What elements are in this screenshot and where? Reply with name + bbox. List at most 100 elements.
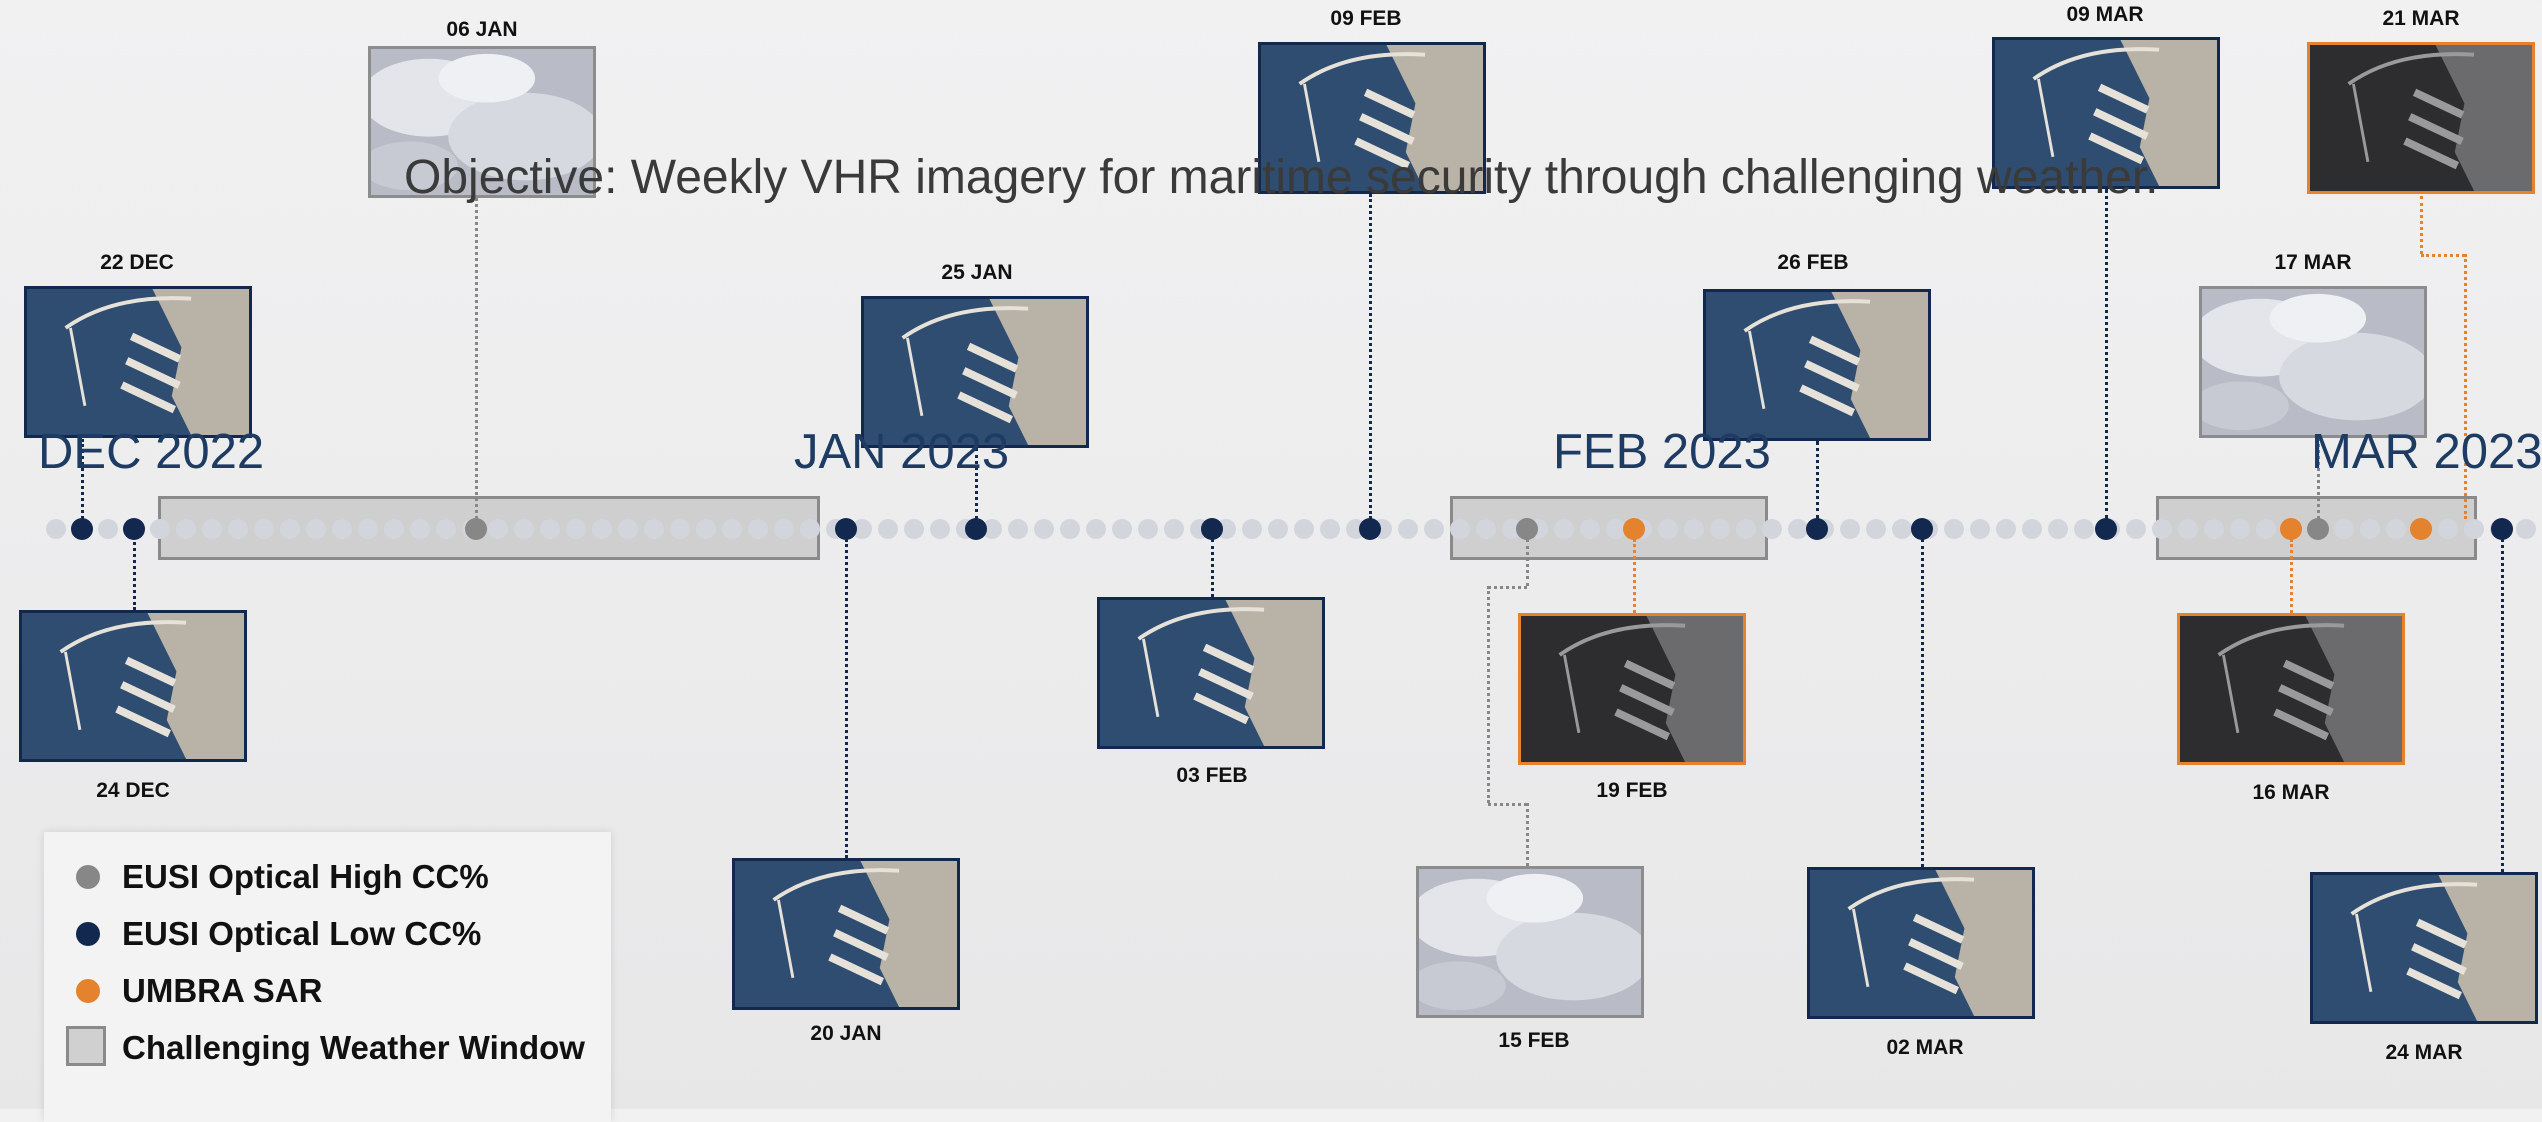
navy-dot-icon	[76, 922, 100, 946]
timeline-dot	[1034, 519, 1054, 539]
acquisition-date-label: 21 MAR	[2382, 7, 2460, 30]
legend: EUSI Optical High CC% EUSI Optical Low C…	[44, 832, 611, 1122]
timeline-dot	[696, 519, 716, 539]
acquisition-thumbnail	[2199, 286, 2427, 438]
connector-line	[845, 539, 848, 858]
timeline-dot	[1138, 519, 1158, 539]
timeline-dot	[1424, 519, 1444, 539]
connector-line	[975, 448, 978, 519]
acquisition-dot-optical-low-cc	[1911, 518, 1933, 540]
connector-line	[1526, 539, 1529, 586]
acquisition-date-label: 19 FEB	[1596, 779, 1668, 802]
acquisition-dot-optical-high-cc	[465, 518, 487, 540]
acquisition-date-label: 09 FEB	[1330, 7, 1402, 30]
acquisition-dot-optical-low-cc	[123, 518, 145, 540]
acquisition-date-label: 02 MAR	[1886, 1036, 1964, 1059]
connector-line	[1526, 803, 1529, 866]
acquisition-dot-sar	[1623, 518, 1645, 540]
timeline-dot	[436, 519, 456, 539]
timeline-dot	[2386, 519, 2406, 539]
timeline-dot	[228, 519, 248, 539]
connector-line	[133, 519, 136, 610]
legend-label: Challenging Weather Window	[122, 1029, 585, 1066]
timeline-dot	[280, 519, 300, 539]
timeline-dot	[904, 519, 924, 539]
timeline-dot	[2360, 519, 2380, 539]
acquisition-dot-sar	[2280, 518, 2302, 540]
timeline-dot	[358, 519, 378, 539]
acquisition-thumbnail	[1992, 37, 2220, 189]
timeline-dot	[1112, 519, 1132, 539]
timeline-dot	[930, 519, 950, 539]
timeline-dot	[1762, 519, 1782, 539]
timeline-dot	[2178, 519, 2198, 539]
timeline-dot	[2256, 519, 2276, 539]
timeline-dot	[306, 519, 326, 539]
timeline-dot	[1944, 519, 1964, 539]
acquisition-date-label: 15 FEB	[1498, 1029, 1570, 1052]
connector-line	[1487, 586, 1490, 803]
timeline-dot	[2152, 519, 2172, 539]
timeline-dot	[1580, 519, 1600, 539]
orange-dot-icon	[76, 979, 100, 1003]
acquisition-thumbnail	[2307, 42, 2535, 194]
timeline-dot	[2074, 519, 2094, 539]
timeline-dot	[1892, 519, 1912, 539]
connector-line	[2317, 438, 2320, 519]
timeline-dot	[488, 519, 508, 539]
month-label: JAN 2023	[794, 425, 1010, 479]
timeline-dot	[592, 519, 612, 539]
acquisition-thumbnail	[1097, 597, 1325, 749]
timeline-dot	[1554, 519, 1574, 539]
acquisition-date-label: 17 MAR	[2274, 251, 2352, 274]
timeline-dot	[254, 519, 274, 539]
timeline-dot	[1684, 519, 1704, 539]
timeline-dot	[1736, 519, 1756, 539]
timeline-dot	[774, 519, 794, 539]
timeline-dot	[2230, 519, 2250, 539]
acquisition-date-label: 20 JAN	[810, 1022, 882, 1045]
acquisition-date-label: 24 DEC	[96, 779, 170, 802]
acquisition-thumbnail	[19, 610, 247, 762]
timeline-dot	[1710, 519, 1730, 539]
timeline-dot	[670, 519, 690, 539]
timeline-dot	[2048, 519, 2068, 539]
timeline-dot	[1164, 519, 1184, 539]
objective-text: Objective: Weekly VHR imagery for mariti…	[404, 151, 2159, 204]
timeline-dot	[150, 519, 170, 539]
acquisition-thumbnail	[1416, 866, 1644, 1018]
acquisition-thumbnail	[1258, 42, 1486, 194]
timeline-dot	[2334, 519, 2354, 539]
timeline-dot	[722, 519, 742, 539]
acquisition-date-label: 09 MAR	[2066, 3, 2144, 26]
timeline-dot	[46, 519, 66, 539]
connector-line	[1211, 539, 1214, 597]
connector-line	[1633, 539, 1636, 613]
month-label: FEB 2023	[1553, 425, 1771, 479]
timeline-dot	[1788, 519, 1808, 539]
acquisition-date-label: 22 DEC	[100, 251, 174, 274]
acquisition-thumbnail	[2310, 872, 2538, 1024]
connector-line	[81, 439, 84, 519]
acquisition-date-label: 26 FEB	[1777, 251, 1849, 274]
timeline-dot	[202, 519, 222, 539]
timeline-dot	[1268, 519, 1288, 539]
timeline-dot	[1970, 519, 1990, 539]
timeline-dot	[748, 519, 768, 539]
timeline-dot	[1008, 519, 1028, 539]
acquisition-dot-optical-low-cc	[71, 518, 93, 540]
timeline-dot	[98, 519, 118, 539]
acquisition-dot-optical-low-cc	[2491, 518, 2513, 540]
connector-line	[1488, 586, 1527, 589]
timeline-dot	[1294, 519, 1314, 539]
acquisition-date-label: 06 JAN	[446, 18, 518, 41]
connector-line	[2501, 539, 2504, 872]
legend-label: UMBRA SAR	[122, 972, 323, 1009]
acquisition-dot-optical-high-cc	[1516, 518, 1538, 540]
timeline-dot	[1996, 519, 2016, 539]
acquisition-dot-optical-low-cc	[1806, 518, 1828, 540]
acquisition-thumbnail	[1703, 289, 1931, 441]
acquisition-date-label: 03 FEB	[1176, 764, 1248, 787]
timeline-dot	[1840, 519, 1860, 539]
acquisition-thumbnail	[1518, 613, 1746, 765]
